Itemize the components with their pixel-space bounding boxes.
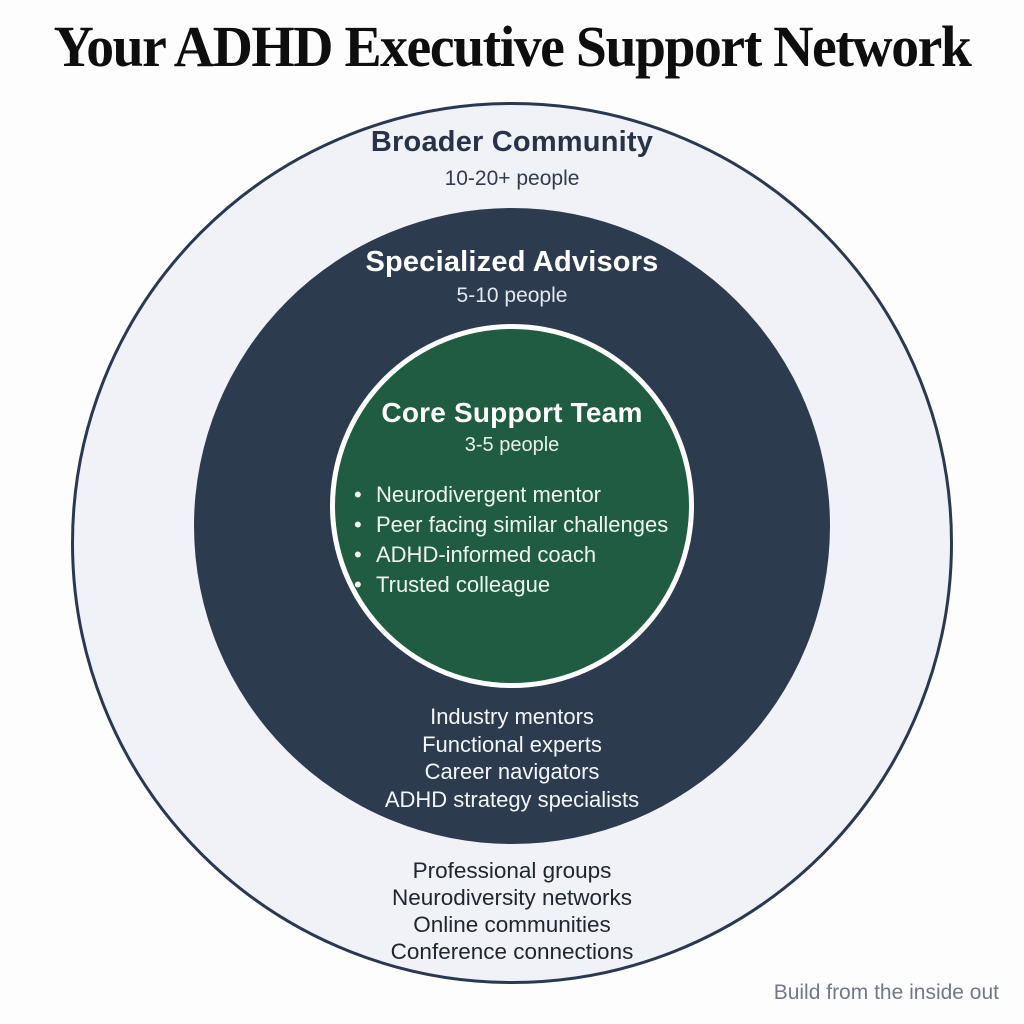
core-bullet-item: ADHD-informed coach [352, 540, 697, 570]
middle-ring-item-list: Industry mentors Functional experts Care… [0, 703, 1024, 813]
middle-ring-item: Industry mentors [430, 704, 594, 729]
outer-ring-size: 10-20+ people [444, 167, 580, 190]
core-bullet-item: Trusted colleague [352, 570, 697, 600]
outer-ring-item: Online communities [413, 912, 611, 937]
outer-ring-label: Broader Community [370, 126, 654, 158]
middle-ring-item: Career navigators [424, 759, 600, 784]
outer-ring-item: Neurodiversity networks [391, 885, 633, 910]
core-size: 3-5 people [464, 434, 560, 456]
outer-ring-item-list: Professional groups Neurodiversity netwo… [0, 857, 1024, 965]
footer-caption: Build from the inside out [773, 981, 999, 1004]
middle-ring-label: Specialized Advisors [365, 246, 659, 278]
middle-ring-item: ADHD strategy specialists [384, 786, 640, 812]
core-bullet-item: Peer facing similar challenges [352, 510, 697, 540]
middle-ring-size: 5-10 people [456, 284, 568, 307]
core-label: Core Support Team [381, 397, 643, 428]
core-bullet-list: Neurodivergent mentor Peer facing simila… [352, 480, 697, 600]
core-bullet-item: Neurodivergent mentor [352, 480, 697, 510]
diagram-title: Your ADHD Executive Support Network [53, 14, 972, 79]
outer-ring-item: Professional groups [412, 858, 612, 883]
outer-ring-item: Conference connections [390, 939, 634, 964]
middle-ring-item: Functional experts [422, 731, 602, 757]
